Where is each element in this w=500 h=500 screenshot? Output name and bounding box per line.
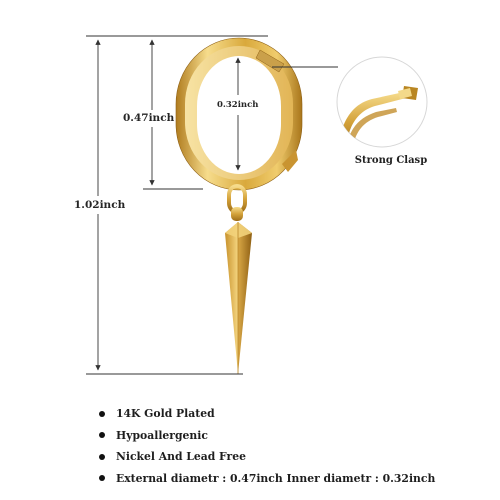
feature-item: External diametr : 0.47inch Inner diamet… <box>96 468 496 490</box>
strong-clasp-caption: Strong Clasp <box>354 155 428 166</box>
feature-text: 14K Gold Plated <box>116 407 215 420</box>
bail-loop <box>227 184 247 221</box>
bullet-icon <box>99 453 105 460</box>
hoop-hinge <box>255 49 285 73</box>
clasp-callout <box>272 56 428 148</box>
feature-item: Nickel And Lead Free <box>96 446 496 468</box>
feature-text: Nickel And Lead Free <box>116 450 246 464</box>
total-height-label: 1.02inch <box>74 199 126 211</box>
hoop-opening <box>197 56 281 174</box>
inner-diameter-label: 0.32inch <box>217 100 259 110</box>
feature-text: External diametr : 0.47inch Inner diamet… <box>116 471 436 485</box>
dimension-total <box>86 35 268 375</box>
bullet-icon <box>99 432 105 439</box>
feature-item: Hypoallergenic <box>96 425 496 447</box>
feature-item: 14K Gold Plated <box>96 403 496 425</box>
hoop-clasp-pin <box>282 150 298 172</box>
hoop-earring <box>175 37 303 191</box>
outer-diameter-label: 0.47inch <box>123 112 175 124</box>
feature-list: 14K Gold Plated Hypoallergenic Nickel An… <box>96 403 496 489</box>
bullet-icon <box>99 475 105 482</box>
bullet-icon <box>99 410 105 417</box>
feature-text: Hypoallergenic <box>116 428 208 442</box>
dimension-outer <box>143 39 203 190</box>
spike-pendant <box>225 222 252 374</box>
